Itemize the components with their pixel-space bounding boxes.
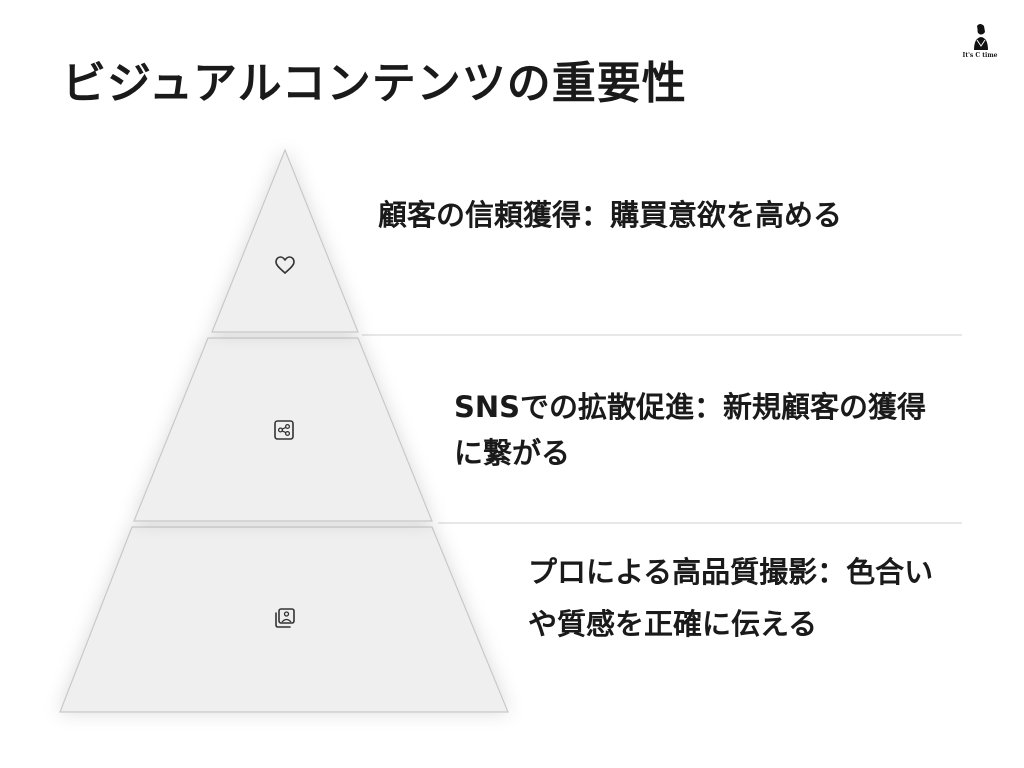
pyramid-layer-bottom — [59, 526, 509, 713]
company-logo: It's C time — [958, 22, 1002, 66]
heart-icon — [275, 256, 295, 274]
logo-text: It's C time — [962, 52, 998, 59]
share-icon — [274, 420, 294, 440]
page-title: ビジュアルコンテンツの重要性 — [62, 58, 687, 109]
image-gallery-icon — [275, 608, 295, 628]
pyramid-layer-top — [211, 148, 359, 333]
person-silhouette-icon — [974, 24, 988, 50]
layer-bottom-text: プロによる高品質撮影：色合いや質感を正確に伝える — [528, 555, 934, 641]
layer-top-text: 顧客の信頼獲得：購買意欲を高める — [378, 198, 843, 232]
layer-middle-text: SNSでの拡散促進：新規顧客の獲得に繋がる — [454, 390, 927, 470]
